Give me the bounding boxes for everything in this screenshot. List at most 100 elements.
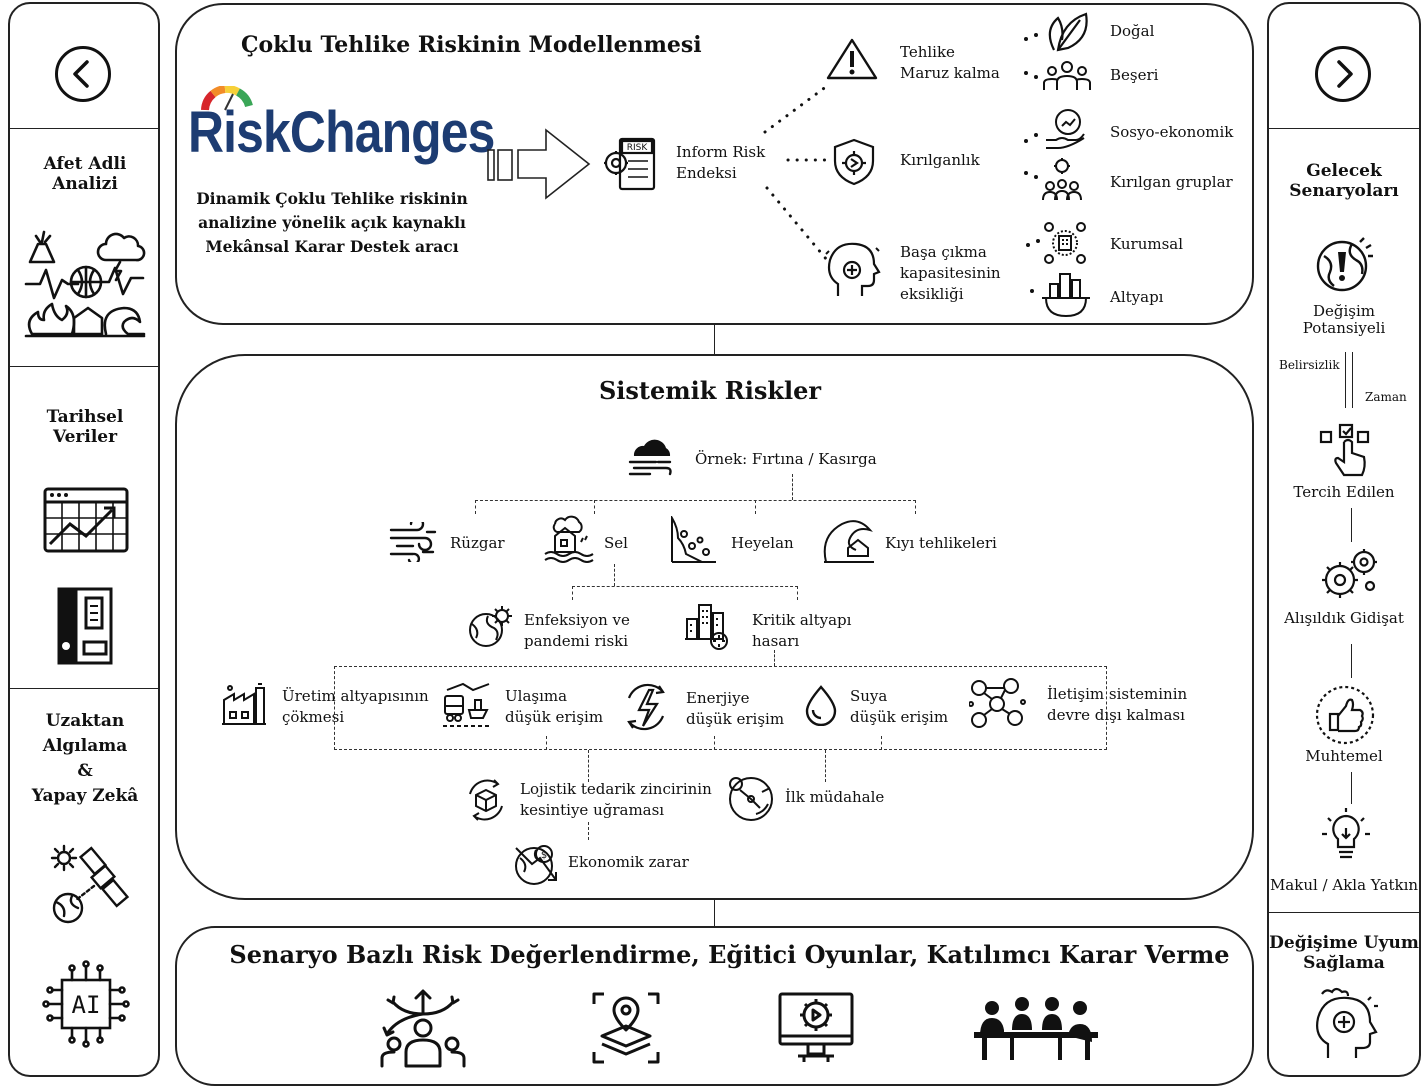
inform-connectors bbox=[763, 84, 829, 262]
tree-line-f bbox=[915, 500, 916, 514]
business-as-usual-label: Alışıldık Gidişat bbox=[1284, 609, 1404, 627]
storm-example-label: Örnek: Fırtına / Kasırga bbox=[695, 450, 877, 468]
economic-loss-label: Ekonomik zarar bbox=[568, 853, 689, 871]
svg-text:$: $ bbox=[541, 850, 547, 861]
warning-triangle-icon bbox=[826, 38, 878, 80]
tree-line-a bbox=[792, 474, 793, 500]
tree-line-p bbox=[825, 750, 826, 782]
right-connector-1 bbox=[1351, 508, 1352, 542]
infrastructure-label: Altyapı bbox=[1110, 288, 1164, 306]
tree-line-l bbox=[546, 736, 547, 750]
risk-checklist-icon: RISK bbox=[604, 137, 656, 191]
time-line bbox=[1352, 352, 1353, 408]
previous-button[interactable] bbox=[55, 46, 111, 102]
vulnerable-groups-icon bbox=[1042, 158, 1082, 201]
tree-line-e bbox=[755, 500, 756, 514]
people-group-icon bbox=[1043, 61, 1091, 90]
gears-head-icon bbox=[1322, 549, 1377, 598]
archive-document-icon bbox=[57, 587, 113, 665]
natural-label: Doğal bbox=[1110, 22, 1155, 40]
impacts-dashed-box bbox=[334, 666, 1107, 750]
chevron-right-icon bbox=[1337, 60, 1353, 88]
tree-line-b bbox=[475, 500, 916, 501]
energy-icon bbox=[627, 683, 665, 731]
wind-icon bbox=[389, 522, 437, 562]
flood-icon bbox=[544, 515, 594, 563]
tree-line-h bbox=[572, 586, 798, 587]
health-head-icon bbox=[1316, 987, 1378, 1058]
hand-select-icon bbox=[1319, 423, 1370, 477]
tree-line-m bbox=[714, 736, 715, 750]
preferred-label: Tercih Edilen bbox=[1293, 483, 1395, 501]
middle-panel-title: Sistemik Riskler bbox=[598, 376, 822, 405]
time-label: Zaman bbox=[1365, 390, 1407, 404]
first-response-icon bbox=[729, 777, 773, 821]
network-icon bbox=[969, 678, 1026, 728]
tree-line-q bbox=[588, 822, 589, 840]
monitor-gear-icon bbox=[778, 992, 854, 1062]
sub-connectors bbox=[1024, 33, 1040, 293]
coastal-label: Kıyı tehlikeleri bbox=[885, 534, 997, 552]
svg-text:AI: AI bbox=[72, 991, 101, 1019]
next-button[interactable] bbox=[1315, 46, 1371, 102]
team-meeting-icon bbox=[974, 997, 1098, 1060]
wind-label: Rüzgar bbox=[450, 534, 505, 552]
coastal-hazard-icon bbox=[823, 520, 874, 563]
flood-label: Sel bbox=[604, 534, 628, 552]
left-divider-1 bbox=[10, 128, 160, 129]
factory-icon bbox=[222, 683, 266, 725]
riskchanges-logo: RiskChanges bbox=[188, 100, 495, 165]
tree-line-i bbox=[572, 586, 573, 600]
tree-line-n bbox=[881, 736, 882, 750]
left-column bbox=[8, 2, 160, 1077]
supply-chain-icon bbox=[469, 779, 503, 821]
decision-paths-icon bbox=[380, 989, 466, 1068]
economic-loss-icon: $ bbox=[515, 845, 557, 885]
head-health-icon bbox=[825, 242, 881, 296]
left-divider-2 bbox=[10, 366, 160, 367]
right-divider-1 bbox=[1268, 128, 1420, 129]
tree-line-c bbox=[475, 500, 476, 514]
vulnerability-label: Kırılganlık bbox=[900, 151, 980, 169]
infrastructure-icon bbox=[1042, 273, 1090, 318]
tree-line-d bbox=[594, 500, 595, 514]
tree-line-o bbox=[588, 750, 589, 782]
gauge-logo-icon bbox=[201, 86, 253, 111]
line-chart-icon bbox=[43, 487, 129, 553]
virus-globe-icon bbox=[469, 606, 512, 647]
globe-alert-icon bbox=[1316, 237, 1373, 292]
hand-chart-icon bbox=[1046, 109, 1085, 149]
institution-icon bbox=[1044, 222, 1086, 264]
chevron-left-icon bbox=[73, 60, 89, 88]
first-response-label: İlk müdahale bbox=[785, 788, 885, 806]
probable-label: Muhtemel bbox=[1305, 747, 1383, 765]
disaster-hazards-icon bbox=[24, 230, 146, 338]
arrow-right-icon bbox=[487, 128, 591, 200]
bottom-panel-title: Senaryo Bazlı Risk Değerlendirme, Eğitic… bbox=[229, 940, 1230, 969]
hazard-modelling-panel bbox=[175, 3, 1254, 325]
thumbs-up-icon bbox=[1315, 685, 1375, 745]
right-connector-2 bbox=[1351, 644, 1352, 678]
socio-economic-label: Sosyo-ekonomik bbox=[1110, 123, 1234, 141]
right-divider-2 bbox=[1268, 912, 1420, 913]
human-label: Beşeri bbox=[1110, 66, 1159, 84]
water-drop-icon bbox=[805, 685, 837, 726]
tree-line-k bbox=[774, 650, 775, 666]
leaf-icon bbox=[1048, 12, 1088, 52]
uncertainty-label: Belirsizlik bbox=[1279, 358, 1340, 372]
